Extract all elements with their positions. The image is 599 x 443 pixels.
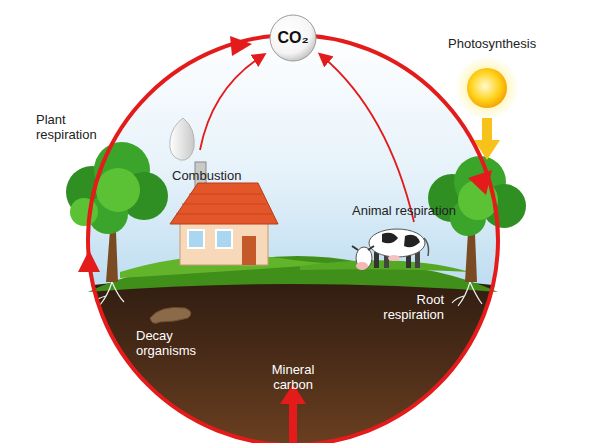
- process-label: Photosynthesis: [448, 36, 558, 51]
- process-label: Decay organisms: [136, 328, 216, 358]
- process-label: Plant respiration: [36, 112, 116, 142]
- gas-circle: CO₂: [269, 14, 317, 62]
- gas-formula: CO₂: [269, 14, 317, 62]
- process-label: Animal respiration: [352, 203, 482, 218]
- process-label: Combustion: [172, 168, 262, 183]
- process-label: Mineral carbon: [253, 362, 333, 392]
- process-label: Root respiration: [372, 292, 444, 322]
